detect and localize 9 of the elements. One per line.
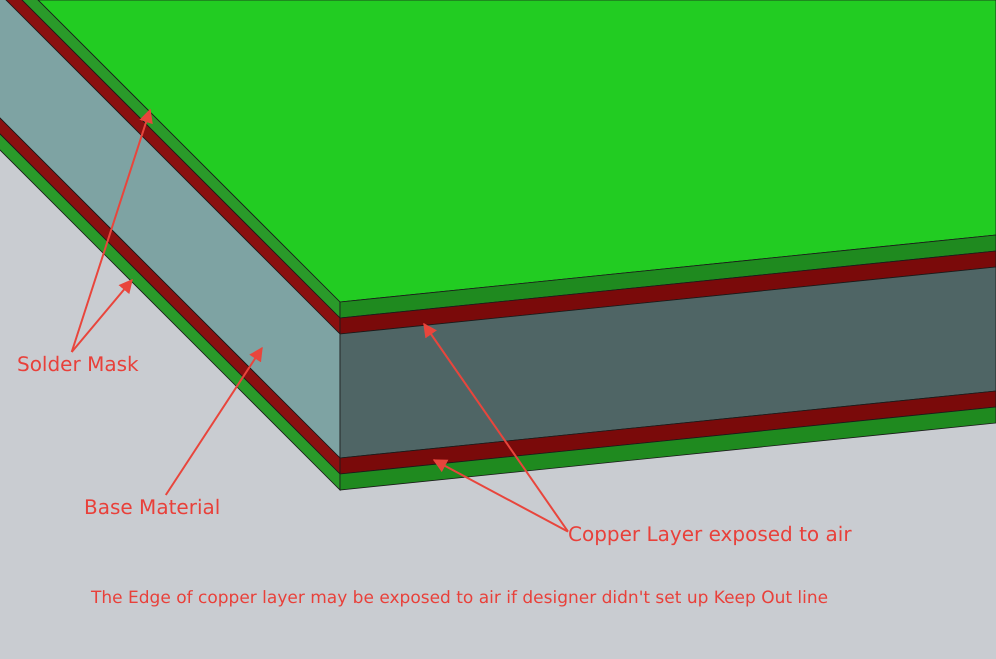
leader-line	[432, 459, 568, 532]
leader-line	[70, 108, 153, 352]
part-label: Copper Layer exposed to air	[568, 522, 852, 546]
caption: The Edge of copper layer may be exposed to air if designer didn't set up Keep Out line	[91, 588, 828, 608]
part-label: Base Material	[84, 495, 220, 519]
leader-line	[164, 346, 263, 496]
part-label: Solder Mask	[17, 352, 139, 376]
leader-line	[423, 322, 569, 532]
leader-line	[70, 278, 133, 353]
